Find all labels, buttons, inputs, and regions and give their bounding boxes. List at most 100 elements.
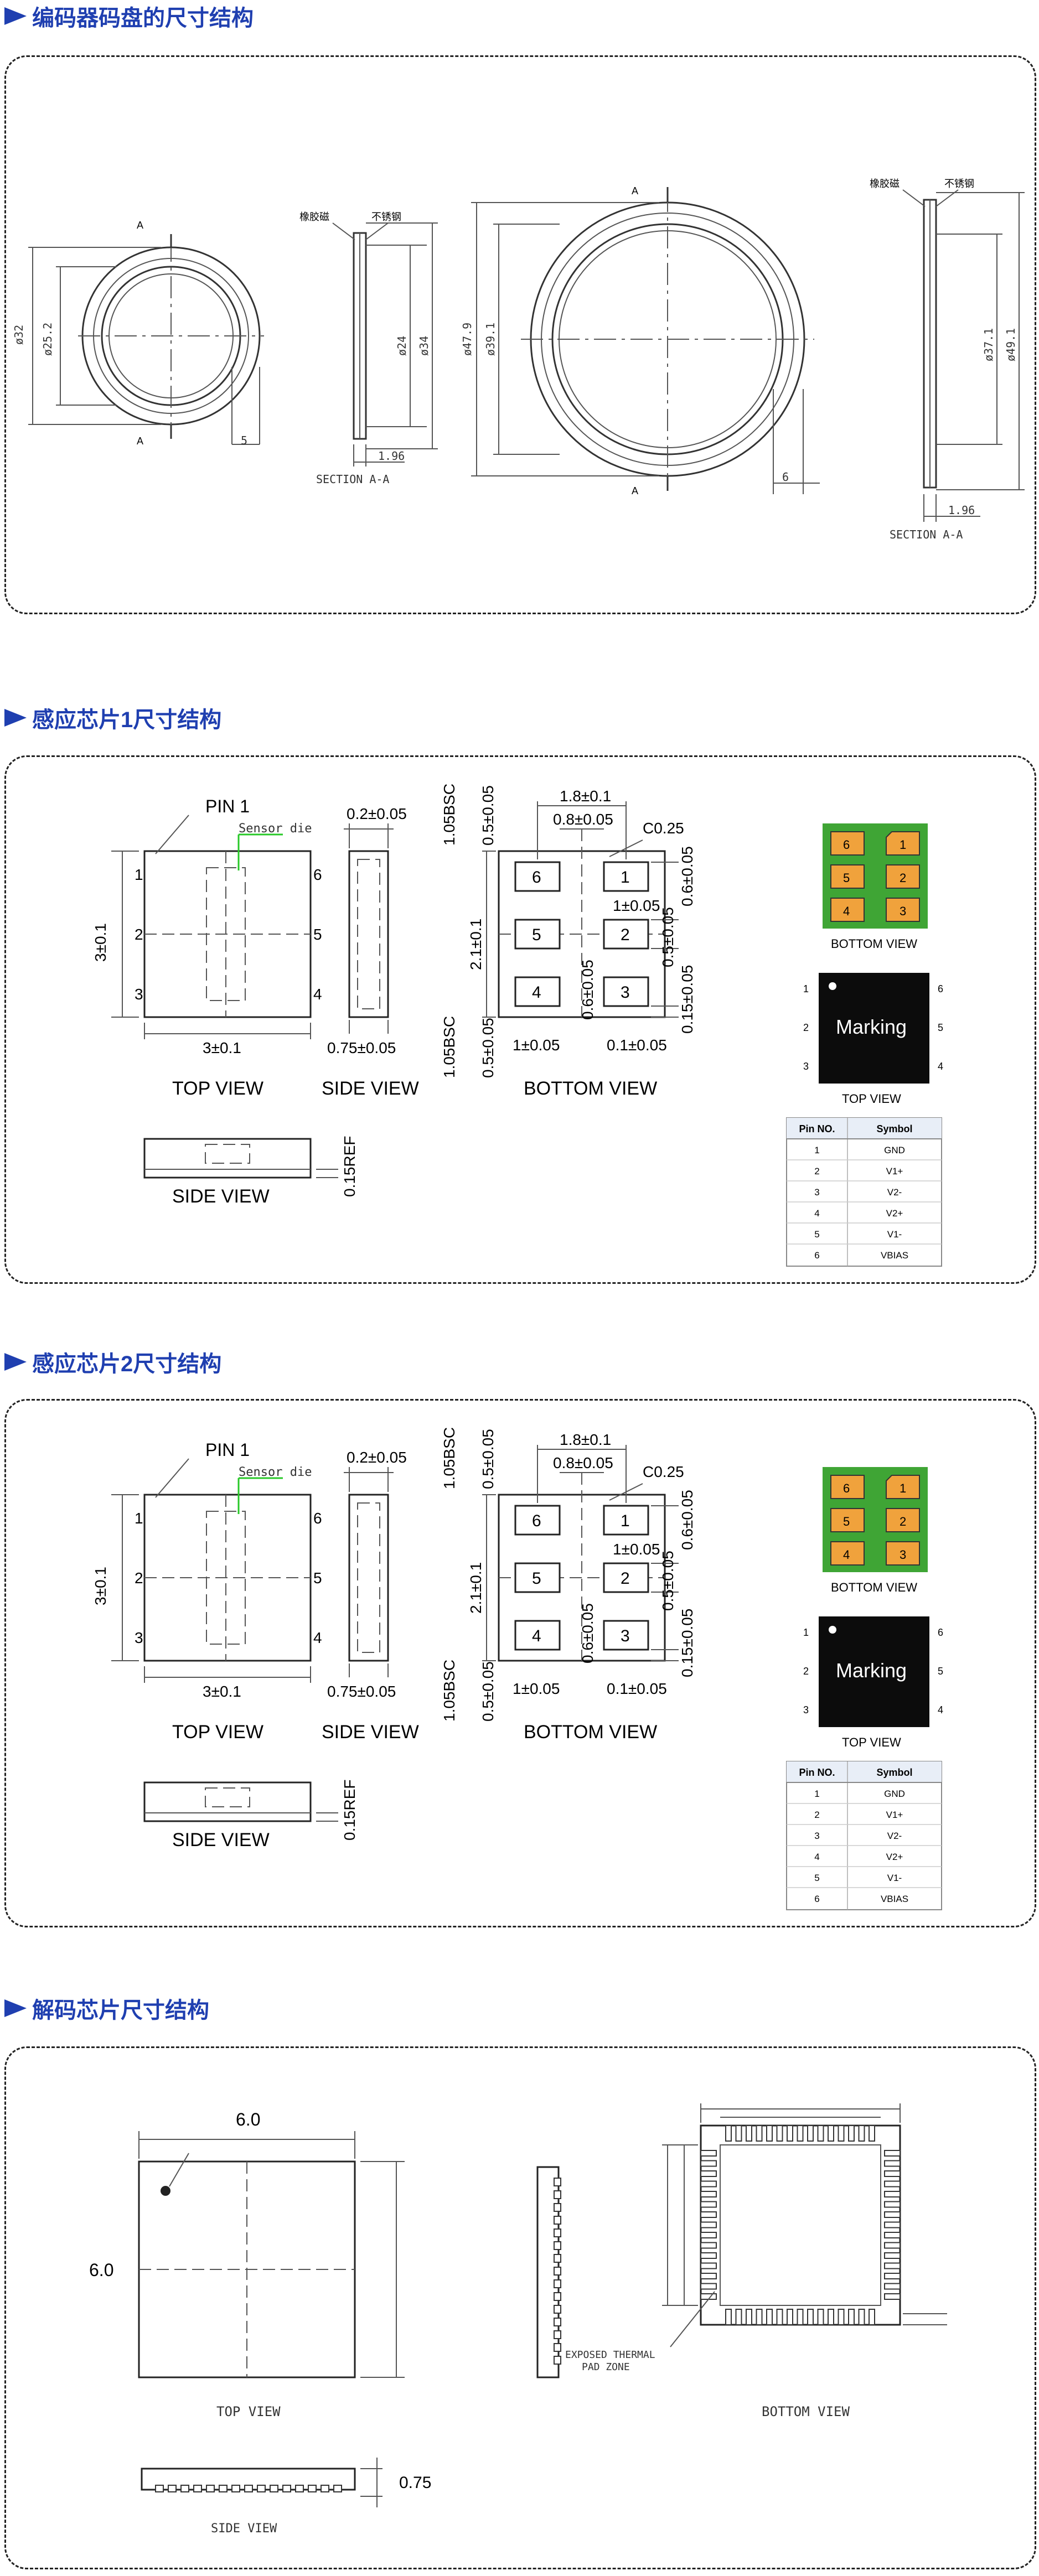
pin-number: 4 [313,1629,322,1646]
lead [838,2125,845,2142]
rubber-label: 橡胶磁 [870,178,900,189]
lead [333,2485,342,2492]
lead [884,2221,901,2228]
dim-015ref: 0.15REF [341,1136,358,1198]
chip-side-view-horizontal: 0.15REF SIDE VIEW [143,1780,358,1851]
lead [700,2273,717,2279]
table-cell: 4 [814,1208,819,1219]
dim-large-a: ø37.1 [982,328,995,361]
pin-number: 1 [135,1510,143,1527]
lead [746,2309,752,2325]
section-title-disk: 编码器码盘的尺寸结构 [4,0,254,32]
lead [817,2125,824,2142]
dim-small-b: ø34 [417,336,431,356]
lead [700,2160,717,2167]
lead [725,2309,732,2325]
table-cell: VBIAS [881,1894,908,1904]
pcb-pad-number: 1 [900,838,906,852]
table-cell: GND [884,1789,905,1799]
side-view-caption: SIDE VIEW [322,1722,419,1743]
dim-015: 0.15±0.05 [679,1609,696,1677]
lead [282,2485,291,2492]
lead [884,2283,901,2290]
dim-3-vertical: 3±0.1 [92,1567,109,1605]
pad-number: 3 [621,1627,630,1645]
pin1-label: PIN 1 [205,1440,250,1460]
dim-105bsc-bottom: 1.05BSC [441,1660,458,1722]
section-mark-a: A [137,220,143,231]
lead [869,2309,875,2325]
section-caption: SECTION A-A [316,473,389,486]
disk-drawing: A A ø32 ø25.2 5 橡胶磁 不锈钢 ø24 ø34 1.96 [12,178,1025,541]
sensor-die-label: Sensor die [239,822,312,836]
lead [884,2242,901,2249]
arrow-icon [4,1999,27,2017]
disk-panel: A A ø32 ø25.2 5 橡胶磁 不锈钢 ø24 ø34 1.96 [4,55,1036,614]
lead [884,2262,901,2269]
lead [776,2125,783,2142]
pcb-pad-number: 5 [843,871,850,885]
lead [735,2125,742,2142]
lead [554,2292,561,2301]
pin-number: 5 [313,1569,322,1587]
bottom-leads [700,2125,901,2325]
dim-06: 0.6±0.05 [679,846,696,906]
table-cell: V2+ [886,1208,903,1219]
dim-05-right: 0.5±0.05 [659,1551,676,1611]
dim-3-horizontal: 3±0.1 [203,1039,241,1056]
table-cell: 1 [814,1145,819,1155]
marking-text: Marking [836,1659,907,1682]
lead [848,2309,855,2325]
lead [828,2309,834,2325]
dim-1: 1±0.05 [613,897,660,914]
bottom-view-caption: BOTTOM VIEW [524,1722,657,1743]
dim-105bsc-bottom: 1.05BSC [441,1016,458,1078]
pin1-dot-icon [829,982,836,990]
lead [554,2254,561,2263]
dim-1-bottom: 1±0.05 [513,1036,560,1054]
pad-number: 4 [532,1627,541,1645]
dim-06-inner: 0.6±0.05 [579,960,596,1020]
pcb-pad-number: 3 [900,904,906,918]
lead [700,2283,717,2290]
dim-1-bottom: 1±0.05 [513,1680,560,1697]
dim-small-thickness: 1.96 [378,449,405,463]
small-disk-section: 橡胶磁 不锈钢 ø24 ø34 1.96 SECTION A-A [299,211,438,486]
top-view-caption-small: TOP VIEW [842,1092,901,1106]
lead [270,2485,278,2492]
pin-number: 6 [938,983,943,994]
dim-08: 0.8±0.05 [553,811,613,828]
table-cell: 5 [814,1873,819,1883]
bottom-view-caption-small: BOTTOM VIEW [831,937,917,951]
dim-small-offset: 5 [241,434,247,447]
dim-02: 0.2±0.05 [347,1449,407,1466]
table-cell: VBIAS [881,1250,908,1261]
lead [838,2309,845,2325]
lead [554,2267,561,2276]
pad-number: 2 [621,1569,630,1588]
lead [308,2485,317,2492]
lead [554,2241,561,2250]
dim-015: 0.15±0.05 [679,965,696,1034]
dim-small-outer: ø32 [12,325,25,345]
dim-015ref: 0.15REF [341,1780,358,1841]
lead [700,2150,717,2157]
side-leads [155,2485,342,2492]
pin-number: 4 [313,986,322,1003]
dim-21: 2.1±0.1 [467,1562,484,1614]
pad-number: 2 [621,926,630,944]
chip-body [819,973,929,1084]
dim-06: 0.6±0.05 [679,1490,696,1550]
lead [554,2318,561,2326]
pcb-pad-number: 3 [900,1548,906,1562]
table-header: Symbol [876,1123,912,1134]
pad [603,1562,649,1593]
dim-3-horizontal: 3±0.1 [203,1683,241,1700]
lead [554,2178,561,2186]
section-mark-a: A [632,485,638,496]
marking-text: Marking [836,1015,907,1038]
pcb-pad-number: 6 [843,1481,850,1495]
lead [884,2180,901,2188]
lead [295,2485,304,2492]
lead [787,2309,793,2325]
